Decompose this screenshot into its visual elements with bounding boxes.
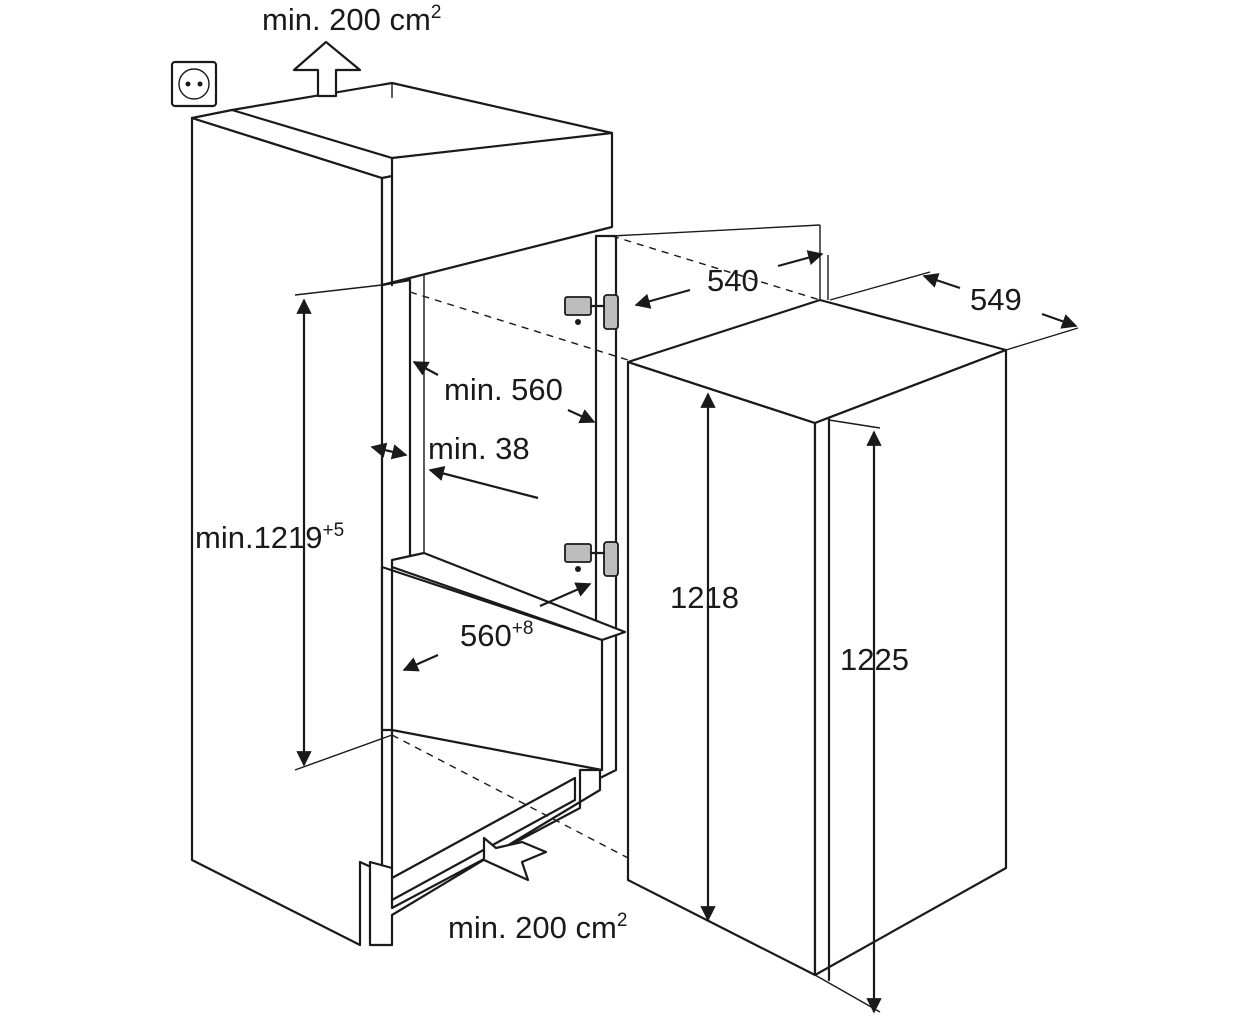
niche-height-label: min.1219+5 [195, 520, 344, 555]
niche-width-label: min. 560 [444, 372, 563, 407]
door-height-label: 1225 [840, 642, 909, 677]
niche-depth-label: 560+8 [460, 618, 533, 653]
appliance-depth-label: 540 [707, 263, 759, 298]
cabinet-plinth [368, 768, 602, 947]
cabinet-lower-drawer-panel [380, 565, 604, 772]
dimension-labels: min. 200 cm2 min. 200 cm2 min.1219+5 min… [195, 2, 1022, 945]
air-outflow-arrow-icon [292, 40, 362, 98]
niche-depth-arrow-down [402, 653, 439, 672]
air-inflow-arrow-icon [482, 836, 548, 882]
door-depth-arrow-left [922, 273, 961, 290]
appliance-door [813, 348, 1008, 977]
cabinet-top-board [190, 81, 614, 287]
power-socket-icon [170, 60, 218, 108]
appliance-depth-arrow-left [634, 288, 691, 309]
door-depth-arrow-right [1041, 312, 1078, 329]
bottom-vent-label: min. 200 cm2 [448, 910, 627, 945]
hinge-lower [564, 541, 619, 577]
dimension-lines [294, 250, 1079, 1014]
appliance-body [611, 224, 1008, 982]
hinge-upper [564, 294, 619, 330]
appliance-height-label: 1218 [670, 580, 739, 615]
niche-width-arrow-left [412, 361, 439, 376]
niche-depth-arrow-up [539, 582, 592, 608]
cabinet-niche [190, 81, 821, 947]
side-thickness-label: min. 38 [428, 431, 530, 466]
top-vent-label: min. 200 cm2 [262, 2, 441, 37]
door-depth-label: 549 [970, 282, 1022, 317]
niche-width-arrow-right [567, 409, 596, 424]
appliance-side-face [626, 360, 817, 977]
side-thickness-leader [428, 466, 539, 500]
appliance-depth-arrow-right [777, 250, 824, 268]
cabinet-shelf [390, 551, 627, 642]
side-thickness-arrow [370, 442, 408, 460]
